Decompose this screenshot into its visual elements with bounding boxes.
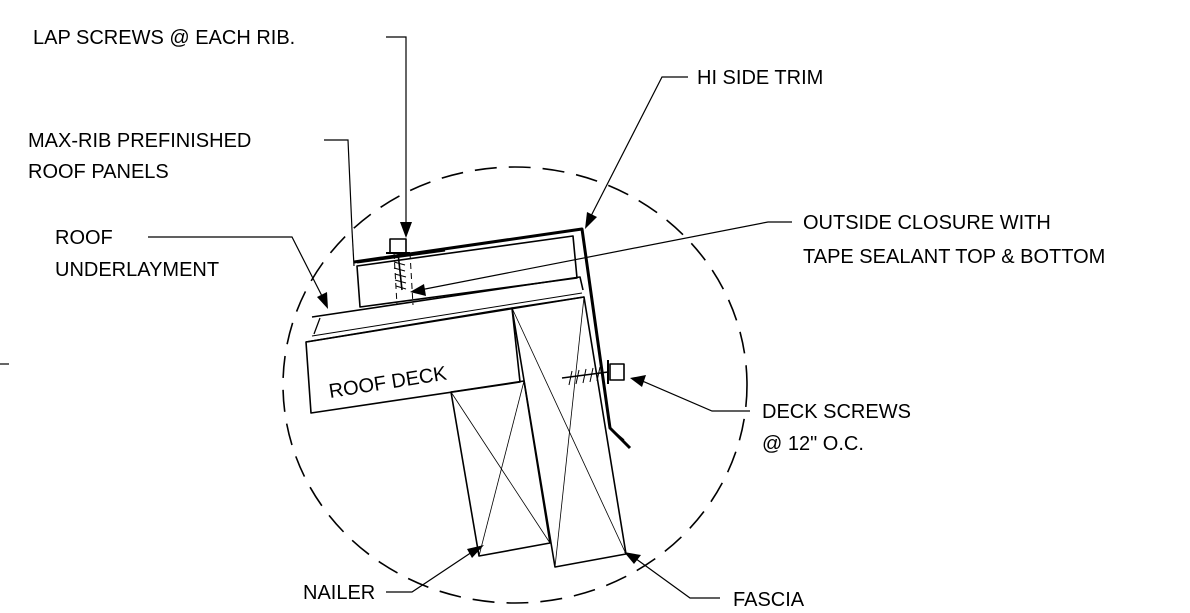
nailer-block [450, 380, 551, 557]
label-max-rib-2: ROOF PANELS [28, 161, 169, 183]
roof-assembly [305, 227, 632, 568]
label-nailer: NAILER [303, 582, 375, 604]
label-roof-2: UNDERLAYMENT [55, 259, 219, 281]
detail-circle [282, 166, 748, 604]
label-deck-screws-2: @ 12" O.C. [762, 433, 864, 455]
label-max-rib-1: MAX-RIB PREFINISHED [28, 130, 251, 152]
deck-screw [561, 360, 625, 386]
label-deck-screws-1: DECK SCREWS [762, 401, 911, 423]
label-outside-closure-1: OUTSIDE CLOSURE WITH [803, 212, 1051, 234]
label-outside-closure-2: TAPE SEALANT TOP & BOTTOM [803, 246, 1105, 268]
label-fascia: FASCIA [733, 589, 805, 611]
roof-underlayment [311, 276, 584, 318]
label-hi-side-trim: HI SIDE TRIM [697, 67, 823, 89]
label-roof-deck: ROOF DECK [327, 363, 449, 403]
label-lap-screws: LAP SCREWS @ EACH RIB. [33, 27, 295, 49]
hi-side-trim [353, 227, 632, 450]
label-roof-1: ROOF [55, 227, 113, 249]
fascia-board [511, 296, 627, 568]
leader-lines [148, 36, 792, 599]
lap-screw [386, 238, 414, 306]
outside-closure [356, 235, 578, 308]
